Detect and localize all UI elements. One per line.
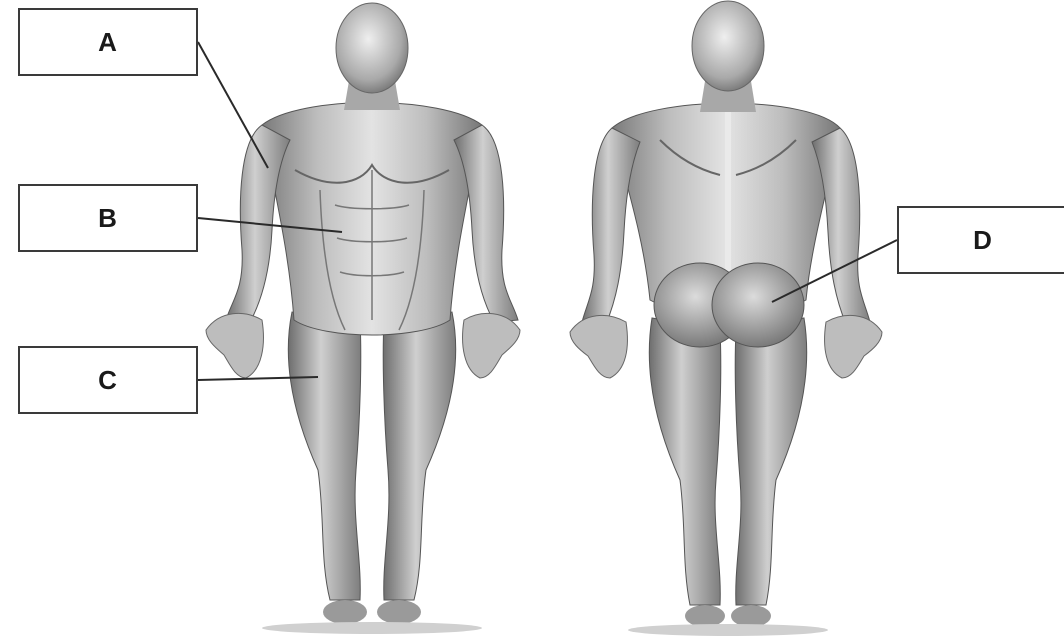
front-right-leg xyxy=(383,312,455,600)
anterior-figure xyxy=(206,3,520,634)
leader-line-a xyxy=(198,42,268,168)
back-right-foot xyxy=(731,605,771,627)
back-right-glute xyxy=(712,263,804,347)
back-left-leg xyxy=(649,318,720,605)
front-right-foot xyxy=(377,600,421,624)
label-box-a[interactable]: A xyxy=(18,8,198,76)
back-ground-shadow xyxy=(628,624,828,636)
back-left-foot xyxy=(685,605,725,627)
back-left-arm xyxy=(582,128,640,324)
front-left-hand xyxy=(206,313,263,378)
back-left-hand xyxy=(570,315,627,378)
front-right-arm xyxy=(454,125,518,322)
label-box-c[interactable]: C xyxy=(18,346,198,414)
label-box-b[interactable]: B xyxy=(18,184,198,252)
label-box-d[interactable]: D xyxy=(897,206,1064,274)
front-left-foot xyxy=(323,600,367,624)
front-head xyxy=(336,3,408,93)
back-right-hand xyxy=(825,315,882,378)
back-head xyxy=(692,1,764,91)
label-d-text: D xyxy=(973,225,993,256)
label-b-text: B xyxy=(98,203,118,234)
back-right-arm xyxy=(812,128,870,324)
front-ground-shadow xyxy=(262,622,482,634)
posterior-figure xyxy=(570,1,882,636)
label-c-text: C xyxy=(98,365,118,396)
front-right-hand xyxy=(463,313,520,378)
front-left-leg xyxy=(288,312,360,600)
label-a-text: A xyxy=(98,27,118,58)
back-right-leg xyxy=(735,318,806,605)
